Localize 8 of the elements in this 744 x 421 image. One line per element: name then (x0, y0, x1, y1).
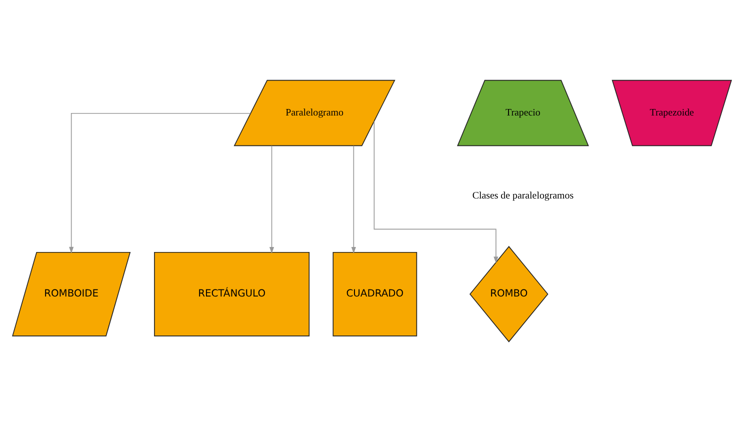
node-box: RECTÁNGULO (154, 251, 310, 336)
node-diamond: ROMBO (470, 245, 548, 342)
arrow (69, 112, 251, 253)
label: Clases de paralelogramos (472, 190, 574, 202)
node-box: CUADRADO (332, 251, 418, 336)
arrow (374, 120, 498, 263)
arrow (269, 144, 274, 254)
arrow (351, 144, 356, 254)
